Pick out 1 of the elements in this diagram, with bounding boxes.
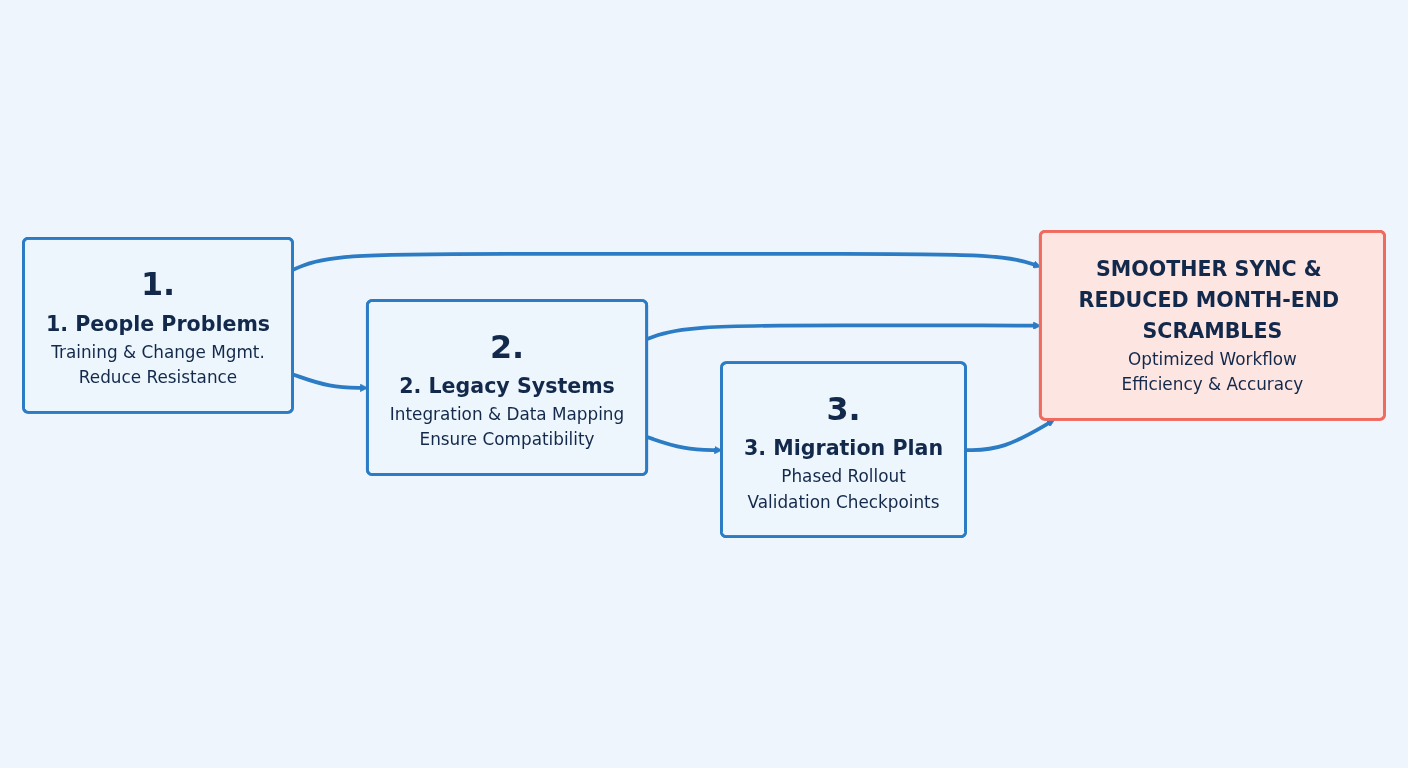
arrow	[965, 419, 1055, 453]
